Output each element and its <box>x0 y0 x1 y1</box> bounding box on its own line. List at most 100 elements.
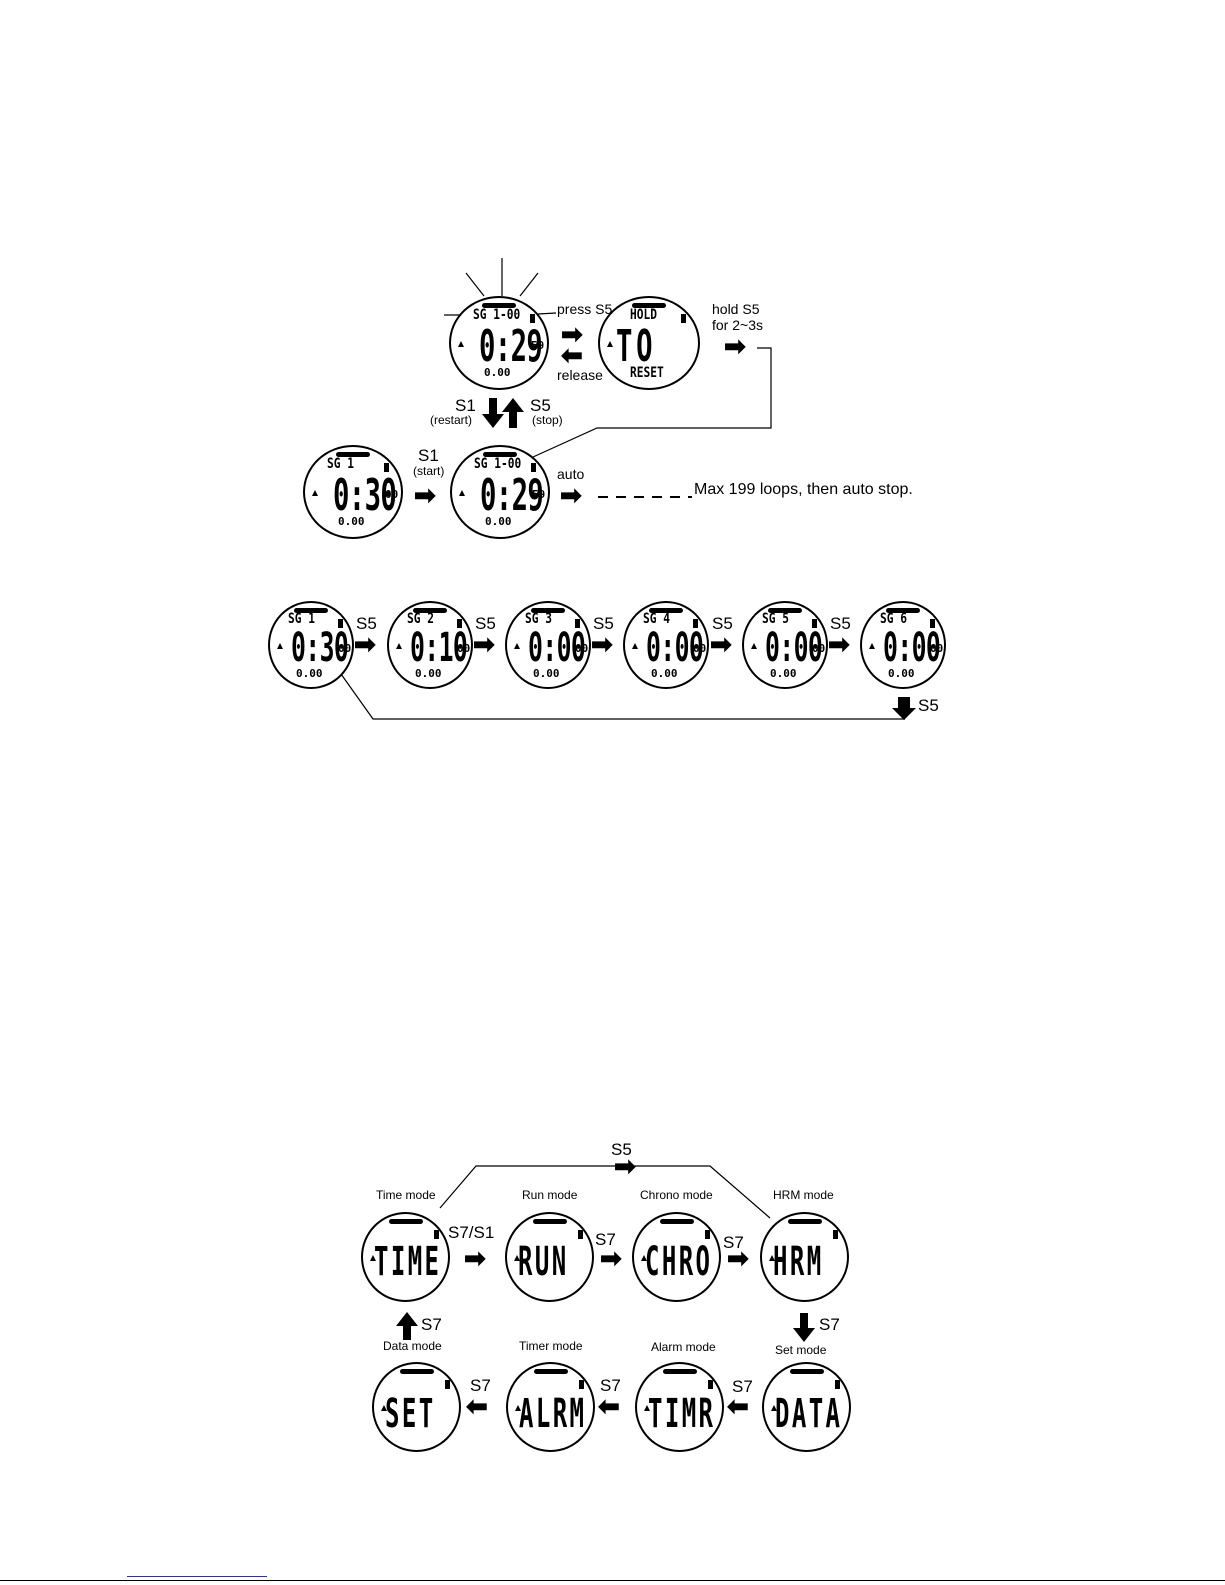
triangle-icon <box>277 643 283 650</box>
triangle-icon <box>514 1255 520 1262</box>
watch-bar <box>399 1369 434 1374</box>
triangle-icon <box>644 1405 650 1412</box>
lcd-main-time: 0:30 <box>291 625 349 671</box>
right-arrow-icon: ➡ <box>560 480 582 510</box>
lcd-main-text: TO <box>616 321 657 372</box>
s1-label: S1 <box>418 446 439 465</box>
mode-name-label: Time mode <box>376 1188 436 1202</box>
lcd-mode-word: TIMR <box>648 1391 716 1437</box>
watch-bar <box>294 608 328 613</box>
triangle-icon <box>515 1405 521 1412</box>
watch-face-mode: HRM <box>760 1212 849 1302</box>
battery-icon <box>812 619 817 628</box>
s7-label: S7 <box>600 1376 621 1395</box>
triangle-icon <box>312 490 318 497</box>
watch-bar <box>388 1219 423 1224</box>
watch-bar <box>336 452 370 457</box>
lcd-top-text: HOLD <box>630 307 657 323</box>
lcd-bottom-text: 0.00 <box>338 515 365 528</box>
down-arrow-icon <box>892 697 916 720</box>
lcd-mode-word: CHRO <box>645 1239 713 1285</box>
footer-link-underline[interactable] <box>127 1576 267 1577</box>
lcd-bottom-text: 0.00 <box>770 667 797 680</box>
triangle-icon <box>514 643 520 650</box>
watch-bar <box>632 303 666 308</box>
max-loops-note: Max 199 loops, then auto stop. <box>694 481 913 498</box>
watch-bar <box>768 608 802 613</box>
s5-skip-label: S5 <box>611 1140 632 1159</box>
hold-duration-label: for 2~3s <box>712 317 763 333</box>
battery-icon <box>338 619 343 628</box>
restart-label: (restart) <box>430 413 472 427</box>
watch-bar <box>531 608 565 613</box>
watch-bar <box>787 1219 822 1224</box>
s5-return-loop <box>340 673 905 720</box>
s5-label: S5 <box>712 614 733 633</box>
triangle-icon <box>869 643 875 650</box>
watch-face-mode: TIME <box>361 1212 450 1302</box>
left-arrow-icon: ⬅ <box>598 1391 620 1421</box>
lcd-mode-word: TIME <box>374 1239 442 1285</box>
s5-skip-loop <box>439 1165 771 1219</box>
flash-ray <box>519 272 539 297</box>
mode-name-label: Timer mode <box>519 1339 583 1353</box>
release-label: release <box>557 367 603 383</box>
lcd-seconds: 00 <box>812 642 826 655</box>
lcd-main-time: 0:00 <box>883 625 941 671</box>
s5-return-label: S5 <box>918 696 939 715</box>
right-arrow-icon: ➡ <box>614 1151 636 1181</box>
auto-label: auto <box>557 466 585 482</box>
lcd-main-time: 0:29 <box>479 321 543 372</box>
watch-bar <box>659 1219 694 1224</box>
lcd-top-text: SG 1 <box>288 611 315 627</box>
lcd-bottom-text: 0.00 <box>296 667 323 680</box>
lcd-top-text: SG 1 <box>327 456 354 472</box>
s5-label: S5 <box>530 396 551 415</box>
triangle-icon <box>458 341 464 348</box>
triangle-icon <box>641 1255 647 1262</box>
lcd-seconds: 00 <box>457 642 471 655</box>
watch-face-hold-to-reset: HOLD TO RESET <box>598 296 700 390</box>
battery-icon <box>708 1380 713 1389</box>
triangle-icon <box>632 643 638 650</box>
lcd-bottom-text: 0.00 <box>484 366 511 379</box>
flash-ray <box>465 272 485 297</box>
battery-icon <box>578 1230 583 1239</box>
lcd-bottom-text: 0.00 <box>415 667 442 680</box>
s7-label: S7 <box>732 1377 753 1396</box>
watch-face-mode: RUN <box>505 1212 594 1302</box>
mode-name-label: Set mode <box>775 1343 827 1357</box>
s1-label: S1 <box>455 396 476 415</box>
lcd-top-text: SG 6 <box>880 611 907 627</box>
watch-face-flashing: SG 1-00 0:29 59 0.00 <box>449 296 549 390</box>
start-label: (start) <box>413 464 445 478</box>
battery-icon <box>681 314 686 323</box>
battery-icon <box>930 619 935 628</box>
battery-icon <box>835 1380 840 1389</box>
lcd-seconds: 00 <box>575 642 589 655</box>
triangle-icon <box>769 1255 775 1262</box>
lcd-top-text: SG 4 <box>643 611 670 627</box>
watch-face-start: SG 1 0:30 00 0.00 <box>303 445 403 539</box>
battery-icon <box>579 1380 584 1389</box>
watch-bar <box>482 303 516 308</box>
s7-label: S7 <box>595 1230 616 1249</box>
up-arrow-icon <box>396 1312 418 1340</box>
lcd-mode-word: DATA <box>775 1391 843 1437</box>
lcd-seconds: 00 <box>693 642 707 655</box>
triangle-icon <box>459 490 465 497</box>
battery-icon <box>575 619 580 628</box>
down-arrow-icon <box>793 1313 815 1342</box>
s5-label: S5 <box>475 614 496 633</box>
battery-icon <box>530 314 535 323</box>
battery-icon <box>384 463 389 472</box>
right-arrow-icon: ➡ <box>710 629 732 659</box>
triangle-icon <box>396 643 402 650</box>
lcd-mode-word: RUN <box>518 1239 569 1285</box>
lcd-main-time: 0:29 <box>480 470 544 521</box>
